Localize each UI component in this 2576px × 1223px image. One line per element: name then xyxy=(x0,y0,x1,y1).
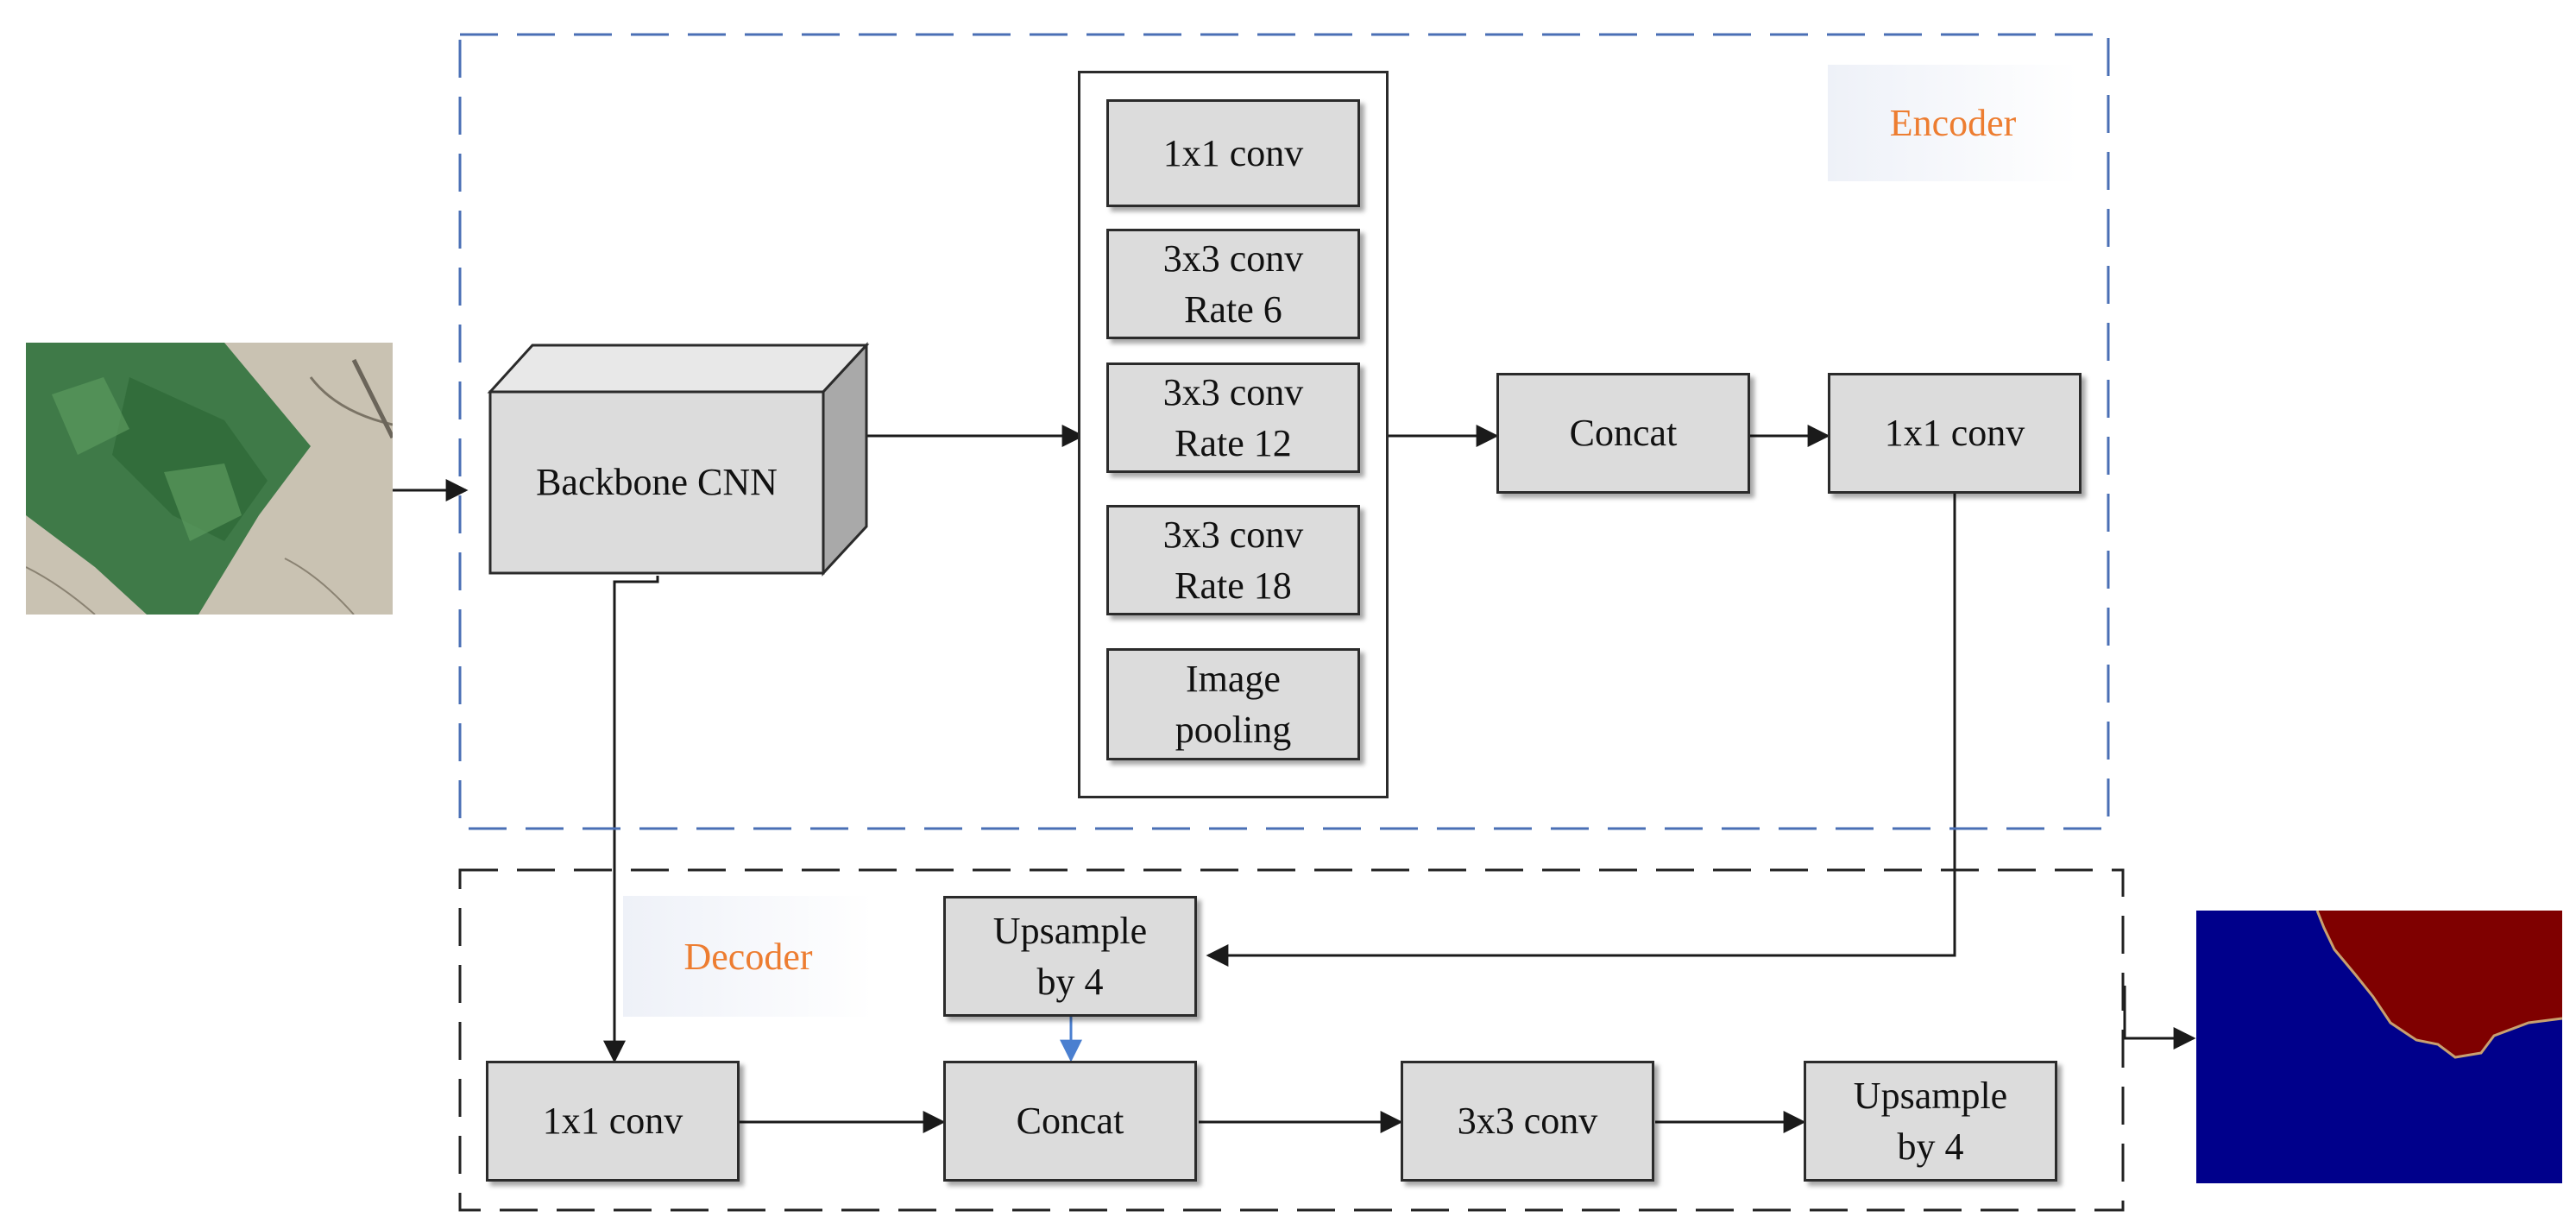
encoder-concat: Concat xyxy=(1496,373,1750,494)
decoder-output-upsample-by-4: Upsample by 4 xyxy=(1804,1061,2057,1182)
encoder-1x1-conv: 1x1 conv xyxy=(1828,373,2082,494)
aspp-1x1-conv: 1x1 conv xyxy=(1106,99,1360,207)
aspp-image-pooling: Image pooling xyxy=(1106,648,1360,760)
arrow-decoder-to-output xyxy=(2123,986,2196,1050)
decoder-concat: Concat xyxy=(943,1061,1197,1182)
input-image xyxy=(26,343,393,615)
decoder-label: Decoder xyxy=(623,896,873,1017)
aspp-3x3-rate6: 3x3 conv Rate 6 xyxy=(1106,229,1360,339)
arrow-backbone-to-decoder-conv xyxy=(603,576,659,1063)
encoder-label: Encoder xyxy=(1828,65,2078,181)
decoder-frame xyxy=(458,868,2125,1212)
decoder-3x3-conv: 3x3 conv xyxy=(1401,1061,1654,1182)
output-segmentation-map xyxy=(2196,911,2562,1183)
decoder-1x1-conv: 1x1 conv xyxy=(486,1061,740,1182)
arrow-encoder-to-upsample xyxy=(1206,494,1956,967)
aspp-3x3-rate18: 3x3 conv Rate 18 xyxy=(1106,505,1360,615)
aspp-3x3-rate12: 3x3 conv Rate 12 xyxy=(1106,362,1360,473)
decoder-upsample-by-4: Upsample by 4 xyxy=(943,896,1197,1017)
backbone-label: Backbone CNN xyxy=(536,461,778,504)
backbone-cnn-cube xyxy=(487,342,870,577)
encoder-frame xyxy=(458,33,2110,830)
